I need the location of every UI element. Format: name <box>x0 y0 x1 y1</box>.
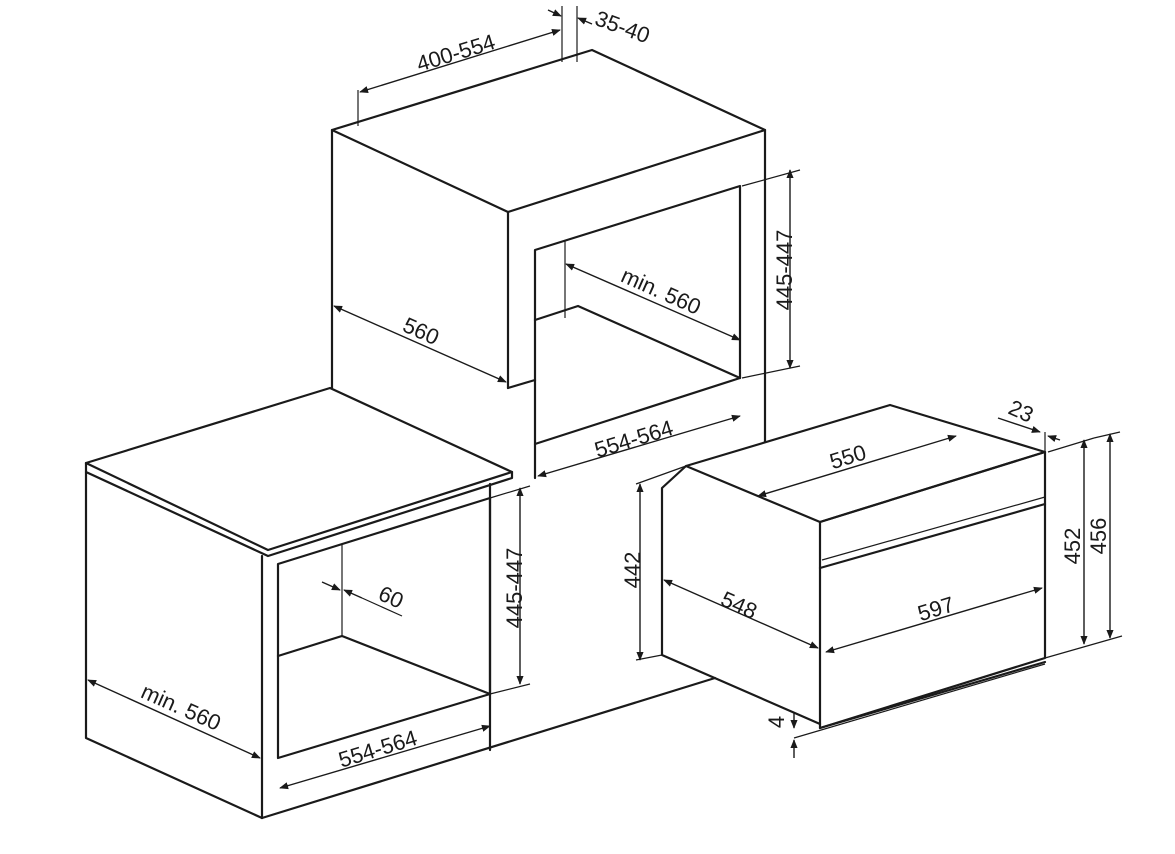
upper-cabinet <box>330 48 767 480</box>
upper-niche-opening <box>533 184 742 446</box>
dim-arrow-front-offset <box>1047 435 1061 442</box>
dim-line-oven-front-width <box>825 586 1043 654</box>
label-lower-back-gap: 60 <box>375 581 408 614</box>
oven-control-panel-line <box>818 502 1047 570</box>
lower-plinth-edge <box>260 676 717 820</box>
ext-line <box>361 597 403 617</box>
ext-line <box>635 465 687 485</box>
label-oven-front-width: 597 <box>915 592 957 627</box>
dim-line-oven-top-depth <box>757 434 957 498</box>
oven-control-panel-line-2 <box>821 496 1046 561</box>
dim-line-top-depth <box>359 28 561 94</box>
dim-line-upper-depth <box>333 305 507 383</box>
label-upper-cabinet-depth: 560 <box>399 312 443 350</box>
dim-line-lower-width <box>279 724 491 790</box>
oven-floor-extension <box>1044 635 1123 659</box>
ext-line <box>635 654 663 661</box>
dim-line-upper-inner-depth <box>565 263 741 341</box>
upper-niche-floor <box>533 304 742 380</box>
upper-cabinet-joint <box>506 378 537 390</box>
lower-niche-floor <box>276 634 492 696</box>
dim-arrow-back-gap <box>343 589 363 599</box>
label-lower-inner-width: 554-564 <box>336 725 421 773</box>
label-top-gap: 35-40 <box>592 6 653 49</box>
dim-arrow-back-gap <box>321 581 341 591</box>
lower-worktop <box>84 386 514 552</box>
label-top-depth: 400-554 <box>414 29 499 77</box>
dim-arrow-front-offset <box>997 417 1041 433</box>
dim-line-lower-depth <box>87 679 261 759</box>
lower-worktop-thickness <box>84 461 514 558</box>
dim-line-oven-body-depth <box>663 579 819 649</box>
label-oven-bottom-gap: 4 <box>764 716 789 728</box>
ext-line <box>489 683 531 695</box>
upper-cabinet-top <box>330 48 767 214</box>
ext-line <box>741 365 801 379</box>
dim-line-upper-width <box>537 414 741 478</box>
label-lower-cabinet-depth: min. 560 <box>137 679 224 736</box>
label-upper-inner-depth: min. 560 <box>617 263 704 320</box>
label-oven-body-height: 442 <box>620 552 645 589</box>
oven-front-panel <box>818 450 1047 730</box>
label-oven-front-offset: 23 <box>1005 395 1038 428</box>
oven-floor-line <box>793 663 1046 739</box>
label-oven-front-height-inner: 452 <box>1060 528 1085 565</box>
label-oven-top-depth: 550 <box>827 440 869 475</box>
ext-line <box>489 485 531 499</box>
dimension-lines <box>87 6 1121 790</box>
dimension-labels: 400-554 35-40 560 445-447 min. 560 554-5… <box>137 6 1111 773</box>
label-oven-front-height-outer: 456 <box>1086 518 1111 555</box>
oven-bottom-edge <box>818 660 1047 730</box>
ext-line <box>741 169 801 187</box>
dim-arrow-gap <box>577 17 593 25</box>
dim-arrow-gap <box>547 9 562 17</box>
label-upper-inner-height: 445-447 <box>772 230 797 311</box>
ext-line <box>1047 437 1095 453</box>
ext-line <box>1093 431 1121 439</box>
label-oven-body-depth: 548 <box>717 586 761 624</box>
lower-cabinet-left-side <box>84 470 264 820</box>
label-lower-inner-height: 445-447 <box>502 548 527 629</box>
